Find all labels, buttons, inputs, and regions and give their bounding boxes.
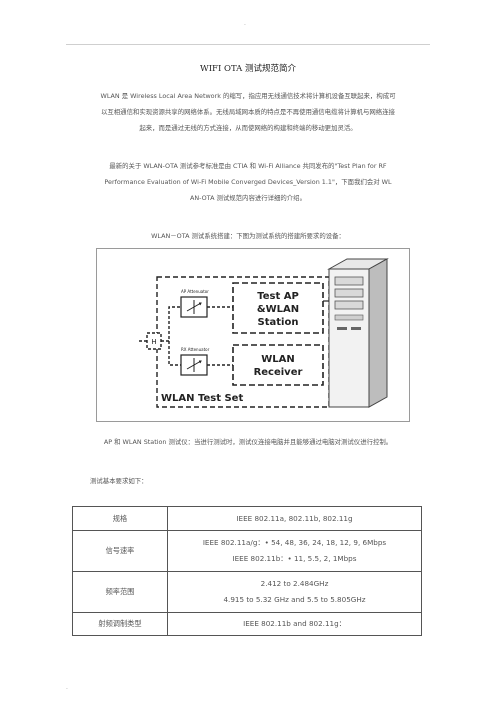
cell-line: 4.915 to 5.32 GHz and 5.5 to 5.805GHz — [223, 595, 366, 604]
rx-attenuator-symbol — [186, 358, 202, 372]
ap-attenuator-symbol — [186, 300, 202, 314]
cell-line: IEEE 802.11b and 802.11g： — [243, 619, 346, 628]
standard-line-1: 最新的关于 WLAN-OTA 测试参考标准是由 CTIA 和 Wi-Fi All… — [109, 162, 387, 170]
requirements-heading: 测试基本要求如下： — [90, 477, 148, 485]
rx-attenuator-label: RX Attenuator — [181, 347, 210, 352]
header-rule — [66, 44, 430, 45]
table-row: 信号速率 IEEE 802.11a/g：• 54, 48, 36, 24, 18… — [72, 530, 422, 572]
table-cell-value: IEEE 802.11a/g：• 54, 48, 36, 24, 18, 12,… — [167, 530, 422, 572]
test-ap-line-2: &WLAN — [257, 304, 299, 315]
cell-line: 2.412 to 2.484GHz — [260, 579, 329, 588]
intro-line-3: 起来，而是通过无线的方式连接，从而使网络的构建和终端的移动更加灵活。 — [139, 124, 357, 132]
table-row: 频率范围 2.412 to 2.484GHz 4.915 to 5.32 GHz… — [72, 571, 422, 613]
setup-paragraph: WLAN－OTA 测试系统搭建：下图为测试系统的搭建所要求的设备： — [151, 232, 345, 240]
standard-line-3: AN-OTA 测试规范内容进行详细的介绍。 — [190, 194, 306, 202]
ap-path-line — [161, 306, 181, 342]
cell-line: IEEE 802.11b：• 11, 5.5, 2, 1Mbps — [232, 554, 357, 563]
intro-paragraph: WLAN 是 Wireless Local Area Network 的缩写，指… — [58, 88, 438, 136]
table-row: 规格 IEEE 802.11a, 802.11b, 802.11g — [72, 506, 422, 531]
receiver-box — [232, 344, 324, 386]
table-cell-label: 射频调制类型 — [72, 612, 168, 636]
station-paragraph: AP 和 WLAN Station 测试仪：当进行测试时，测试仪连接电脑并且能够… — [103, 438, 393, 446]
standard-line-2: Performance Evaluation of Wi-Fi Mobile C… — [104, 178, 392, 186]
table-cell-label: 规格 — [72, 506, 168, 531]
receiver-line-1: WLAN — [261, 354, 295, 365]
table-row: 射频调制类型 IEEE 802.11b and 802.11g： — [72, 612, 422, 636]
table-cell-label: 频率范围 — [72, 571, 168, 613]
intro-line-1: WLAN 是 Wireless Local Area Network 的缩写，指… — [100, 92, 396, 100]
table-cell-label: 信号速率 — [72, 530, 168, 572]
document-title: WIFI OTA 测试规范简介 — [199, 64, 297, 74]
requirements-table: 规格 IEEE 802.11a, 802.11b, 802.11g 信号速率 I… — [72, 506, 422, 636]
pc-tower-icon — [327, 258, 389, 408]
rx-path-line — [168, 341, 181, 366]
table-cell-value: IEEE 802.11a, 802.11b, 802.11g — [167, 506, 422, 531]
diagram-svg: H AP Attenuator RX Attenuator Test AP &W… — [139, 258, 389, 408]
test-ap-box — [232, 282, 324, 334]
test-ap-line-1: Test AP — [257, 291, 299, 302]
ap-attenuator-label: AP Attenuator — [181, 289, 209, 294]
test-system-diagram: H AP Attenuator RX Attenuator Test AP &W… — [96, 248, 410, 422]
receiver-line-2: Receiver — [254, 367, 303, 378]
test-set-label: WLAN Test Set — [161, 393, 243, 404]
splitter-label: H — [151, 338, 156, 346]
footer-mark: . — [66, 684, 68, 691]
standard-paragraph: 最新的关于 WLAN-OTA 测试参考标准是由 CTIA 和 Wi-Fi All… — [58, 158, 438, 206]
table-cell-value: IEEE 802.11b and 802.11g： — [167, 612, 422, 636]
test-ap-line-3: Station — [258, 317, 299, 328]
cell-line: IEEE 802.11a, 802.11b, 802.11g — [236, 513, 353, 523]
table-cell-value: 2.412 to 2.484GHz 4.915 to 5.32 GHz and … — [167, 571, 422, 613]
intro-line-2: 以互相通信和实现资源共享的网络体系。无线局域网本质的特点是不再使用通信电缆将计算… — [101, 108, 395, 116]
header-mark: . — [244, 20, 246, 27]
cell-line: IEEE 802.11a/g：• 54, 48, 36, 24, 18, 12,… — [202, 538, 387, 547]
